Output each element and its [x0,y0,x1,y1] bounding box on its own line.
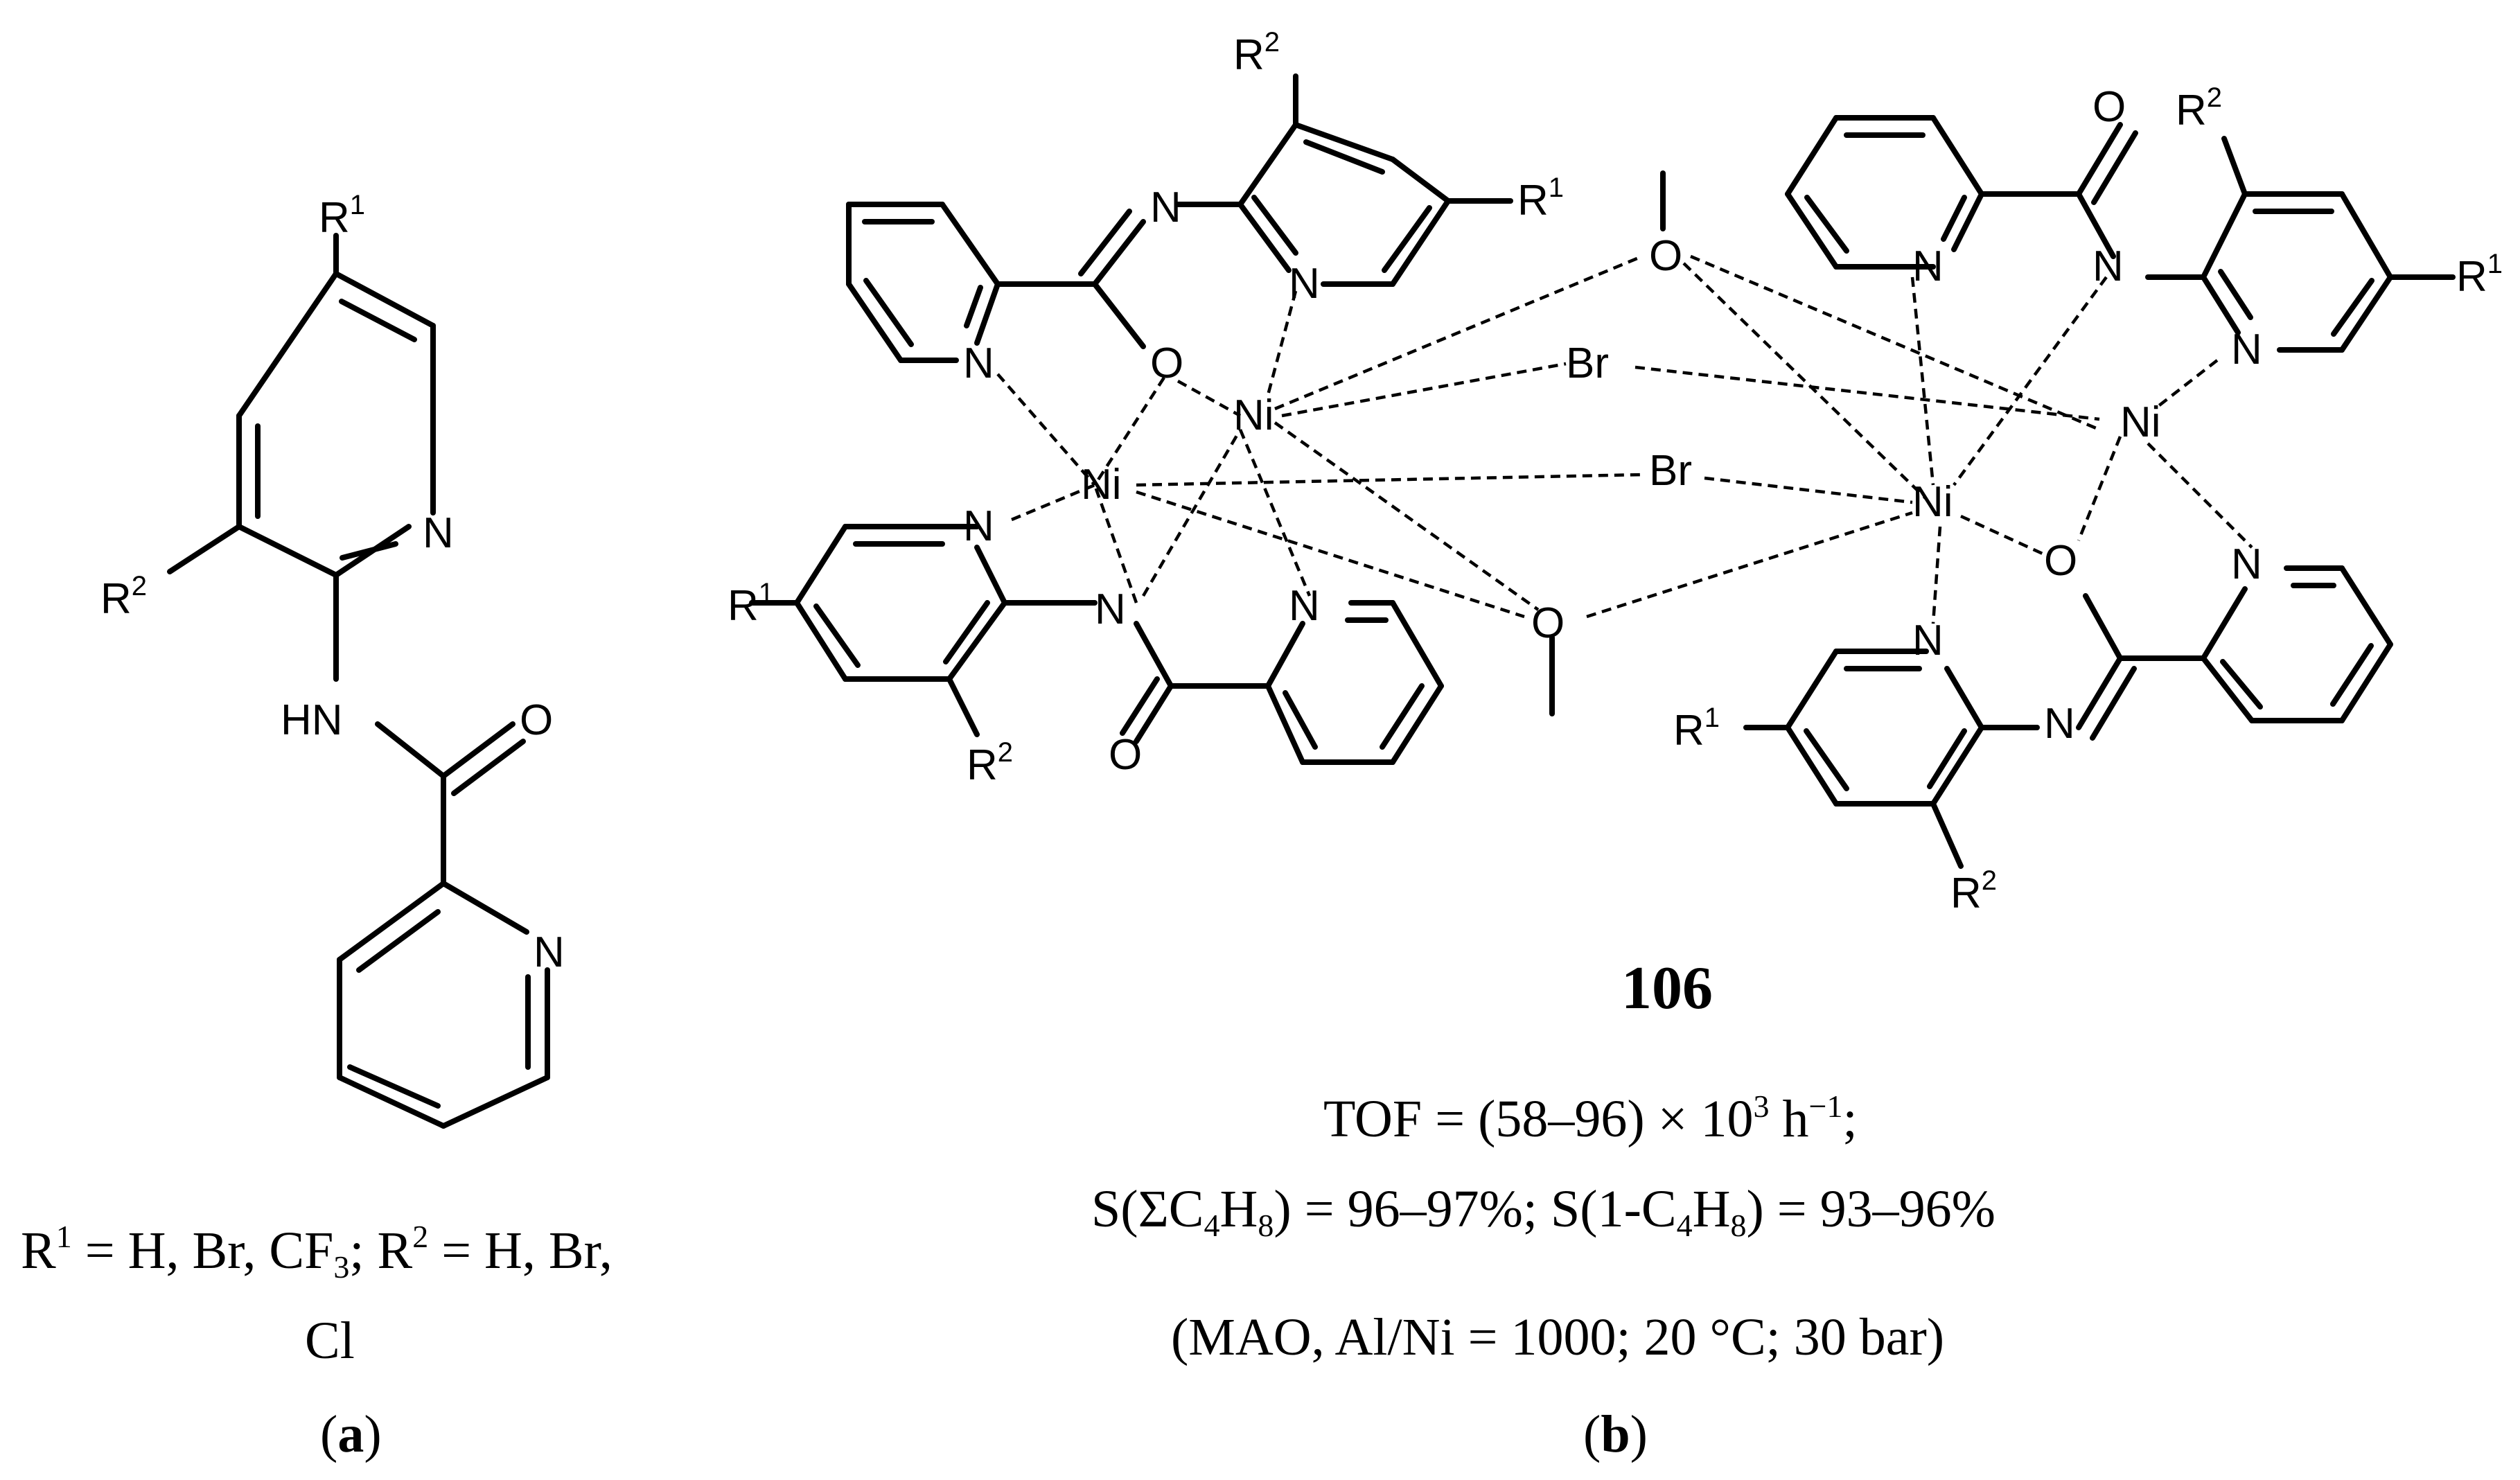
bromide-upper: Br [1566,340,1609,387]
pyridine2-n-label: N [534,928,565,976]
complex-106-structure [749,73,2456,869]
pyr-n-far-right: N [2231,326,2262,373]
pyr-n-lower-middle: N [1289,582,1320,630]
pyr-n-top-left: N [963,340,994,387]
pyr-n-lower-right: N [1912,617,1944,664]
amidate-n-top: N [1150,184,1181,231]
r2-lower-right: R2 [1950,865,1997,917]
r1-label: R1 [319,190,365,242]
panel-b-label: (b) [1583,1405,1648,1463]
r1-lower-right: R1 [1673,703,1720,755]
r1-far-right: R1 [2456,249,2503,301]
r2-top-middle: R2 [1233,27,1280,79]
ni-right: Ni [2120,398,2161,446]
conditions-line: (MAO, Al/Ni = 1000; 20 °C; 30 bar) [1171,1308,1944,1366]
amide-n-top-right: N [2092,243,2124,290]
r1-top-middle: R1 [1517,173,1564,224]
methoxy-o-bottom: O [1531,599,1565,647]
carbonyl-o-top-right: O [2092,83,2126,131]
ligand-structure-a [167,233,550,1129]
r2-top-right: R2 [2176,82,2222,134]
methoxy-o-top: O [1649,232,1682,280]
complex-atom-labels: N N O N Ni Ni N N O N O Br Br O N O N N … [728,27,2503,917]
pyr-n-lower-left: N [963,502,994,550]
r2-lower-left: R2 [967,737,1013,789]
ligand-atom-labels-a: R1 N R2 HN O N [100,190,565,976]
pyr-n-top-right: N [1912,243,1944,290]
ni-center-right: Ni [1912,478,1953,526]
amide-nh-label: HN [281,696,343,744]
r2-label: R2 [100,571,147,623]
amidate-n-lower-right: N [2044,700,2075,748]
panel-a-label: (a) [320,1405,382,1463]
selectivity-line: S(ΣC4H8) = 96–97%; S(1-C4H8) = 93–96% [1091,1180,1995,1243]
tof-line: TOF = (58–96) × 103 h−1; [1323,1089,1858,1148]
substituent-caption-line1: R1 = H, Br, CF3; R2 = H, Br, [21,1219,613,1285]
pyr-n-lower-right-far: N [2231,540,2262,588]
pyridine-n-label: N [423,509,454,557]
r1-lower-left: R1 [728,578,774,630]
amidate-o-top-left: O [1150,340,1183,387]
ni-center-left: Ni [1233,391,1274,439]
coordination-bonds [996,254,2253,624]
pyr-n-top-middle: N [1289,260,1320,308]
amide-n-lower-left: N [1095,585,1126,633]
substituent-caption-line2: Cl [305,1312,355,1370]
compound-number: 106 [1621,955,1713,1022]
amidate-o-lower-right: O [2044,537,2077,585]
bromide-lower: Br [1649,447,1692,495]
ni-left: Ni [1081,461,1122,509]
carbonyl-o-lower-left: O [1109,731,1142,779]
carbonyl-o-label: O [520,696,553,744]
